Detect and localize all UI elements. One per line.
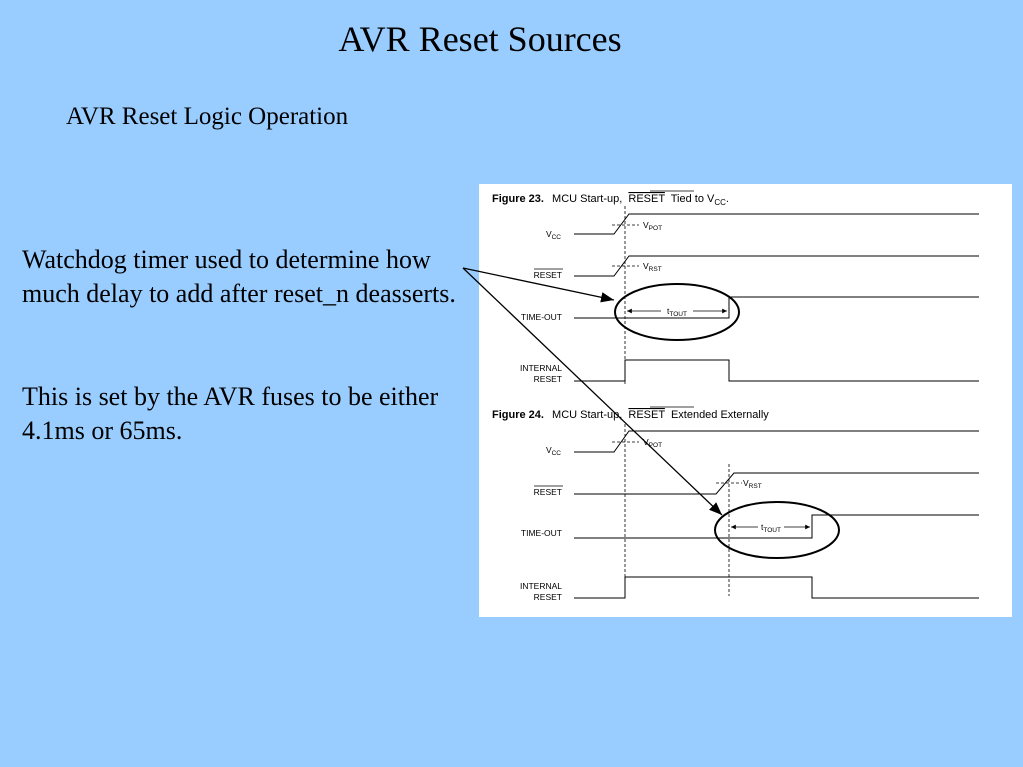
vrst-annotation-24: VRST <box>743 478 762 490</box>
explanation-paragraph-1: Watchdog timer used to determine how muc… <box>22 245 456 308</box>
vcc-label: VCC <box>546 229 561 241</box>
reset-label: RESET <box>534 270 562 280</box>
internal-reset-label-24-line1: INTERNAL <box>520 581 562 591</box>
figure-24-caption: Figure 24. MCU Start-up, RESET Extended … <box>492 409 769 421</box>
reset-waveform-24 <box>574 472 979 495</box>
vcc-waveform <box>574 213 979 235</box>
internal-reset-label-24-line2: RESET <box>534 592 562 602</box>
vcc-label-24: VCC <box>546 445 561 457</box>
internal-reset-label-line2: RESET <box>534 374 562 384</box>
timeout-label-24: TIME-OUT <box>521 528 562 538</box>
vcc-waveform-24 <box>574 430 979 453</box>
internal-reset-waveform-24 <box>574 576 979 599</box>
internal-reset-label-line1: INTERNAL <box>520 363 562 373</box>
figure-23: Figure 23. MCU Start-up, RESET Tied to V… <box>492 190 979 384</box>
vpot-annotation-24: VPOT <box>643 437 662 449</box>
figure-24: Figure 24. MCU Start-up, RESET Extended … <box>492 406 979 602</box>
internal-reset-waveform <box>574 359 979 382</box>
figure-23-caption: Figure 23. MCU Start-up, RESET Tied to V… <box>492 193 729 207</box>
timeout-label: TIME-OUT <box>521 312 562 322</box>
timing-diagrams: Figure 23. MCU Start-up, RESET Tied to V… <box>492 190 979 602</box>
vrst-annotation: VRST <box>643 261 662 273</box>
slide-title: AVR Reset Sources <box>338 19 622 59</box>
explanation-paragraph-2: This is set by the AVR fuses to be eithe… <box>22 382 439 445</box>
reset-label-24: RESET <box>534 487 562 497</box>
ttout-annotation: tTOUT <box>667 306 687 318</box>
timing-diagram-panel: Figure 23. MCU Start-up, RESET Tied to V… <box>479 184 1012 617</box>
timeout-waveform <box>574 296 979 319</box>
slide-subtitle: AVR Reset Logic Operation <box>66 103 349 130</box>
ttout-annotation-24: tTOUT <box>761 522 781 534</box>
vpot-annotation: VPOT <box>643 220 662 232</box>
